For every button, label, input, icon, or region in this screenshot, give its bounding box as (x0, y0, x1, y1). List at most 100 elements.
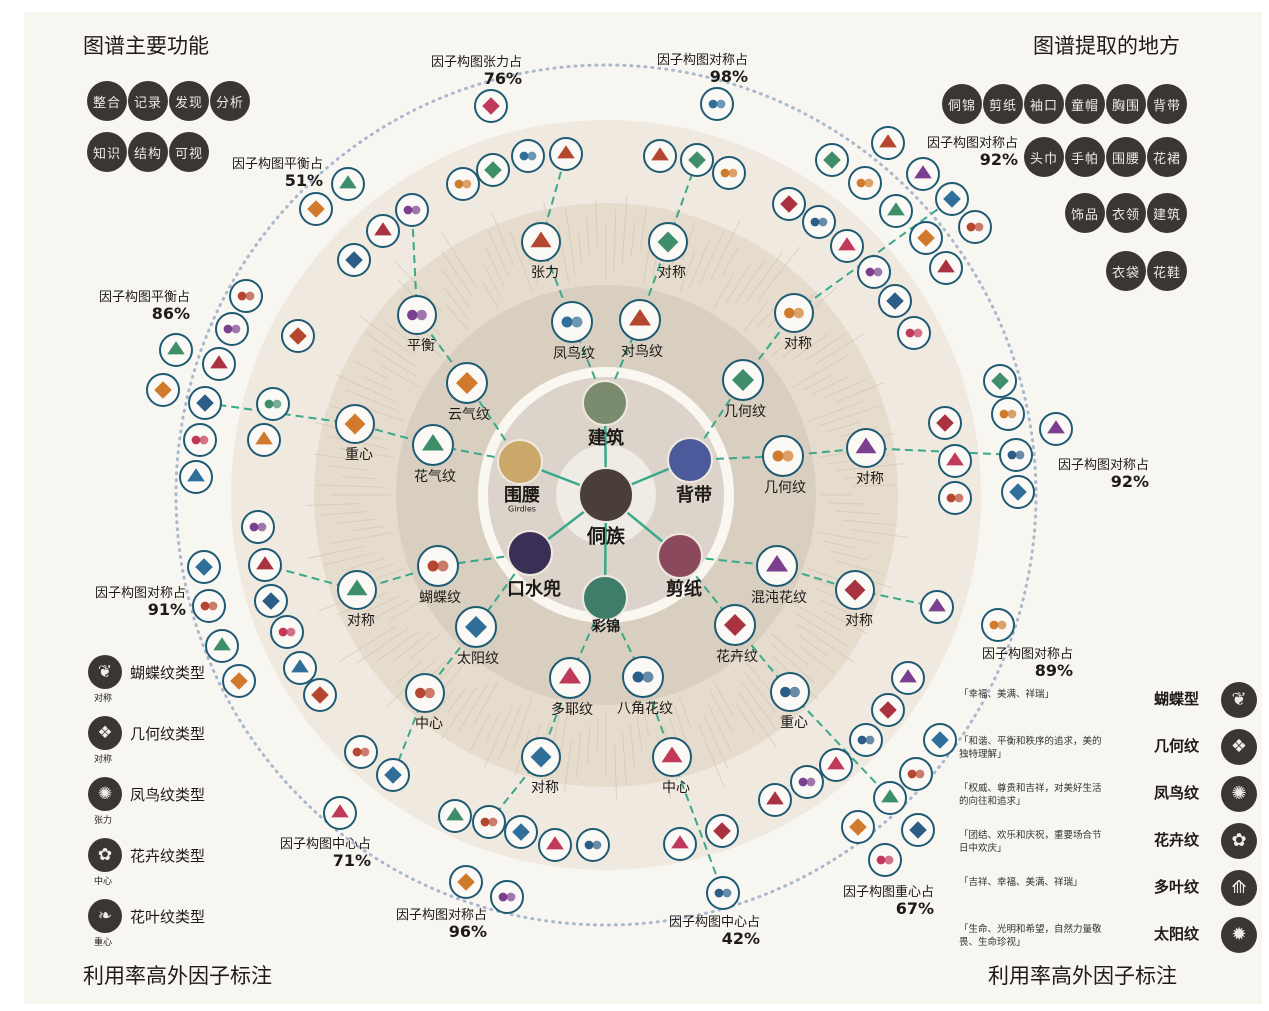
pattern-motif-icon[interactable] (449, 865, 483, 899)
hub-photo-1[interactable] (582, 380, 628, 426)
pattern-motif-icon[interactable] (283, 651, 317, 685)
pattern-motif-icon[interactable] (878, 284, 912, 318)
pattern-motif-icon[interactable] (935, 182, 969, 216)
source-pill[interactable]: 围腰 (1106, 137, 1146, 177)
pattern-motif-icon[interactable] (983, 364, 1017, 398)
hub-photo-2[interactable] (667, 437, 713, 483)
pattern-motif-icon[interactable] (871, 693, 905, 727)
pattern-motif-icon[interactable] (331, 167, 365, 201)
pattern-motif-icon[interactable] (705, 814, 739, 848)
factor-motif-icon[interactable] (335, 404, 375, 444)
pattern-motif-icon[interactable] (538, 828, 572, 862)
pattern-motif-icon[interactable] (758, 783, 792, 817)
pattern-motif-icon[interactable] (248, 548, 282, 582)
pattern-motif-icon[interactable] (901, 813, 935, 847)
pattern-motif-icon[interactable] (476, 153, 510, 187)
pattern-motif-icon[interactable] (873, 781, 907, 815)
source-pill[interactable]: 衣领 (1106, 193, 1146, 233)
hub-photo-4[interactable] (582, 575, 628, 621)
pattern-motif-icon[interactable] (472, 805, 506, 839)
source-pill[interactable]: 胸围 (1106, 84, 1146, 124)
pattern-motif-icon[interactable] (802, 205, 836, 239)
pattern-node-icon[interactable] (714, 604, 756, 646)
pattern-motif-icon[interactable] (299, 192, 333, 226)
pattern-node-icon[interactable] (549, 657, 591, 699)
pattern-motif-icon[interactable] (270, 615, 304, 649)
hub-photo-3[interactable] (657, 533, 703, 579)
pattern-motif-icon[interactable] (366, 214, 400, 248)
pattern-motif-icon[interactable] (215, 312, 249, 346)
pattern-motif-icon[interactable] (395, 193, 429, 227)
pattern-motif-icon[interactable] (446, 167, 480, 201)
pattern-motif-icon[interactable] (187, 550, 221, 584)
pattern-motif-icon[interactable] (938, 481, 972, 515)
pattern-motif-icon[interactable] (848, 166, 882, 200)
hub-photo-5[interactable] (507, 530, 553, 576)
pattern-node-icon[interactable] (619, 299, 661, 341)
pattern-motif-icon[interactable] (438, 799, 472, 833)
function-pill[interactable]: 可视 (169, 132, 209, 172)
pattern-motif-icon[interactable] (841, 810, 875, 844)
center-photo[interactable] (578, 467, 634, 523)
factor-motif-icon[interactable] (652, 737, 692, 777)
pattern-motif-icon[interactable] (897, 316, 931, 350)
pattern-motif-icon[interactable] (205, 629, 239, 663)
pattern-node-icon[interactable] (417, 545, 459, 587)
pattern-motif-icon[interactable] (256, 387, 290, 421)
hub-photo-6[interactable] (497, 439, 543, 485)
pattern-node-icon[interactable] (412, 424, 454, 466)
pattern-motif-icon[interactable] (712, 156, 746, 190)
pattern-motif-icon[interactable] (643, 139, 677, 173)
pattern-motif-icon[interactable] (981, 608, 1015, 642)
pattern-motif-icon[interactable] (958, 210, 992, 244)
factor-motif-icon[interactable] (770, 672, 810, 712)
pattern-motif-icon[interactable] (857, 255, 891, 289)
pattern-node-icon[interactable] (551, 301, 593, 343)
factor-motif-icon[interactable] (405, 673, 445, 713)
source-pill[interactable]: 侗锦 (942, 84, 982, 124)
factor-motif-icon[interactable] (648, 222, 688, 262)
pattern-motif-icon[interactable] (879, 194, 913, 228)
factor-motif-icon[interactable] (835, 570, 875, 610)
function-pill[interactable]: 整合 (87, 81, 127, 121)
pattern-motif-icon[interactable] (920, 590, 954, 624)
pattern-motif-icon[interactable] (790, 765, 824, 799)
pattern-motif-icon[interactable] (819, 748, 853, 782)
pattern-motif-icon[interactable] (871, 126, 905, 160)
pattern-motif-icon[interactable] (576, 828, 610, 862)
function-pill[interactable]: 记录 (128, 81, 168, 121)
pattern-motif-icon[interactable] (183, 423, 217, 457)
pattern-motif-icon[interactable] (337, 243, 371, 277)
factor-motif-icon[interactable] (521, 737, 561, 777)
pattern-motif-icon[interactable] (830, 229, 864, 263)
pattern-node-icon[interactable] (455, 606, 497, 648)
source-pill[interactable]: 手帕 (1065, 137, 1105, 177)
source-pill[interactable]: 袖口 (1024, 84, 1064, 124)
pattern-motif-icon[interactable] (991, 397, 1025, 431)
pattern-motif-icon[interactable] (159, 333, 193, 367)
pattern-motif-icon[interactable] (999, 438, 1033, 472)
pattern-motif-icon[interactable] (202, 347, 236, 381)
factor-motif-icon[interactable] (774, 293, 814, 333)
pattern-motif-icon[interactable] (474, 89, 508, 123)
pattern-motif-icon[interactable] (549, 137, 583, 171)
pattern-motif-icon[interactable] (772, 187, 806, 221)
source-pill[interactable]: 花裙 (1147, 137, 1187, 177)
pattern-motif-icon[interactable] (511, 139, 545, 173)
pattern-motif-icon[interactable] (938, 444, 972, 478)
pattern-motif-icon[interactable] (281, 319, 315, 353)
pattern-motif-icon[interactable] (504, 815, 538, 849)
pattern-motif-icon[interactable] (490, 880, 524, 914)
pattern-motif-icon[interactable] (1001, 475, 1035, 509)
pattern-motif-icon[interactable] (188, 386, 222, 420)
pattern-motif-icon[interactable] (229, 279, 263, 313)
pattern-motif-icon[interactable] (680, 143, 714, 177)
pattern-motif-icon[interactable] (1039, 412, 1073, 446)
pattern-node-icon[interactable] (756, 545, 798, 587)
source-pill[interactable]: 衣袋 (1106, 251, 1146, 291)
pattern-node-icon[interactable] (722, 359, 764, 401)
pattern-motif-icon[interactable] (303, 678, 337, 712)
source-pill[interactable]: 饰品 (1065, 193, 1105, 233)
factor-motif-icon[interactable] (397, 295, 437, 335)
pattern-node-icon[interactable] (762, 435, 804, 477)
